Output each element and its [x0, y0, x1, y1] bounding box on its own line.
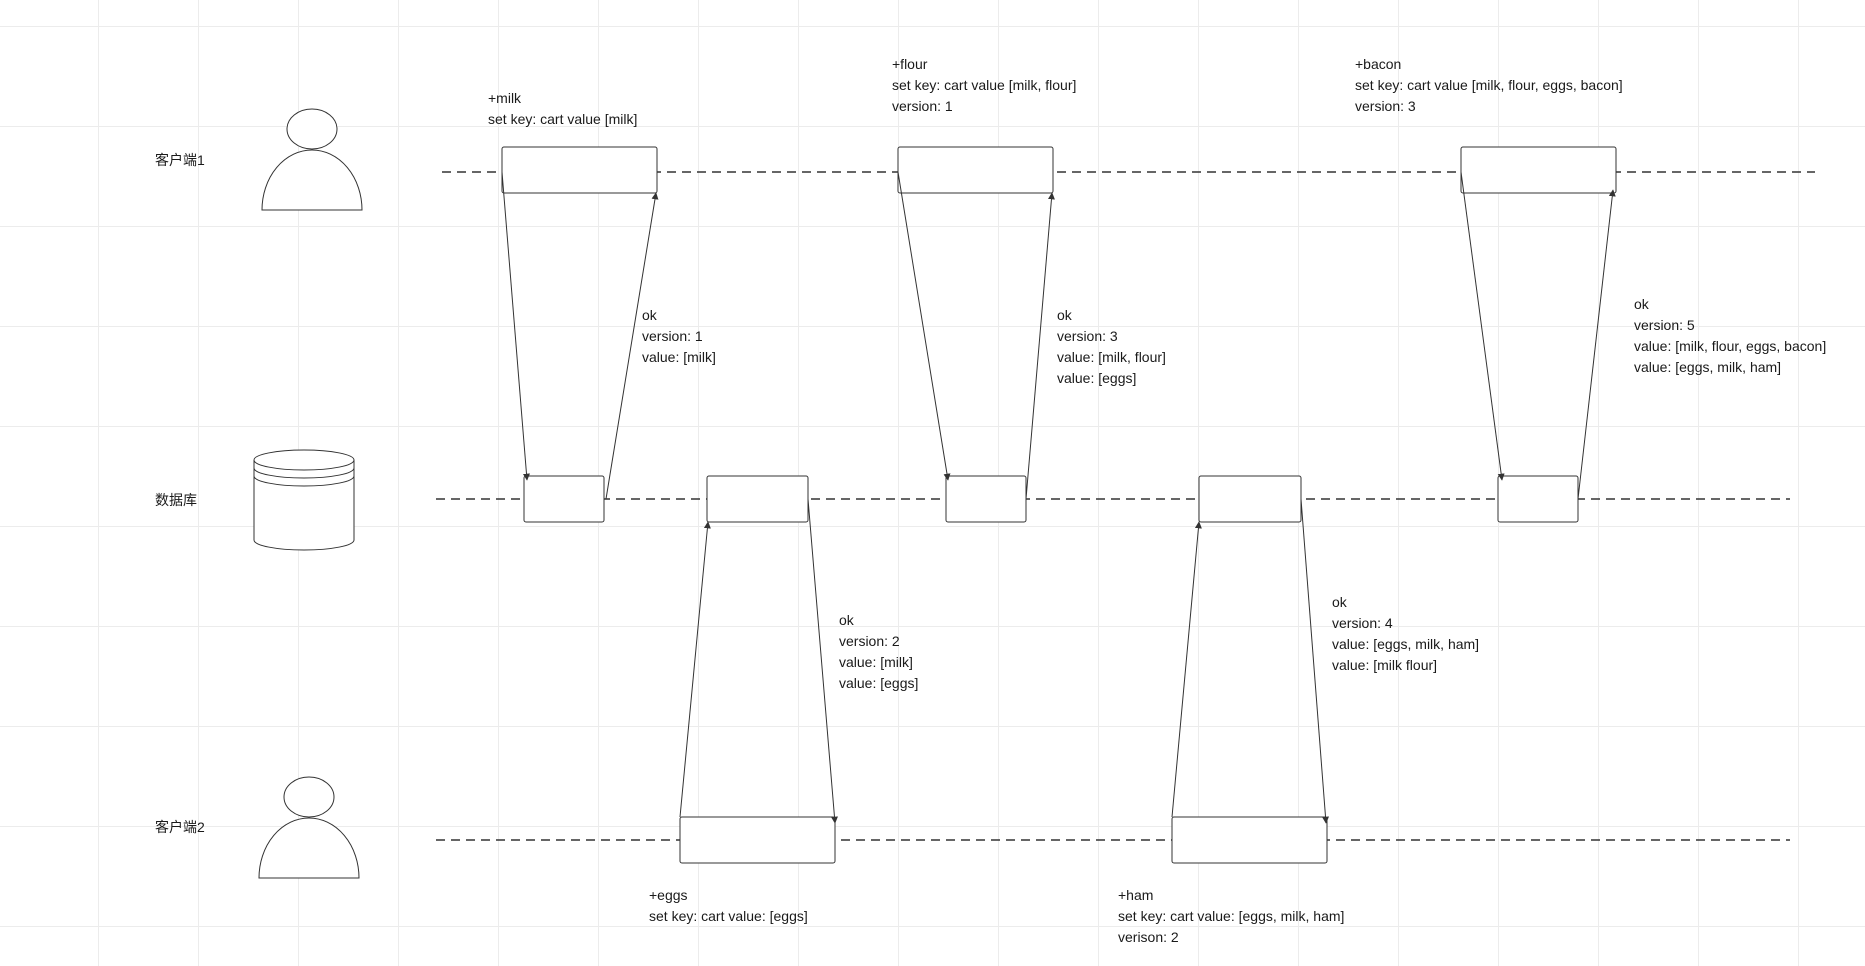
- bacon-response-arrow: [1577, 189, 1616, 500]
- eggs-response-note: ok version: 2 value: [milk] value: [eggs…: [839, 610, 918, 694]
- flour-request-note: +flour set key: cart value [milk, flour]…: [892, 54, 1076, 117]
- ham-response-note: ok version: 4 value: [eggs, milk, ham] v…: [1332, 592, 1479, 676]
- note-line: +ham: [1118, 887, 1154, 903]
- db-milk-activation: [523, 475, 605, 523]
- client1-milk-activation: [501, 146, 658, 194]
- flour-response-note: ok version: 3 value: [milk, flour] value…: [1057, 305, 1166, 389]
- note-line: version: 1: [892, 98, 953, 114]
- note-line: value: [milk flour]: [1332, 657, 1438, 673]
- note-line: value: [eggs, milk, ham]: [1332, 636, 1480, 652]
- note-line: ok: [642, 307, 657, 323]
- bacon-request-note: +bacon set key: cart value [milk, flour,…: [1355, 54, 1623, 117]
- note-line: value: [milk, flour, eggs, bacon]: [1634, 338, 1827, 354]
- note-line: set key: cart value: [eggs]: [649, 908, 808, 924]
- note-line: version: 5: [1634, 317, 1695, 333]
- note-line: ok: [1332, 594, 1347, 610]
- note-line: version: 2: [839, 633, 900, 649]
- note-line: verison: 2: [1118, 929, 1179, 945]
- note-line: +milk: [488, 90, 522, 106]
- note-line: set key: cart value: [eggs, milk, ham]: [1118, 908, 1345, 924]
- note-line: +eggs: [649, 887, 688, 903]
- milk-response-arrow: [605, 192, 659, 500]
- note-line: +bacon: [1355, 56, 1402, 72]
- eggs-request-arrow: [679, 521, 711, 818]
- eggs-response-arrow: [807, 498, 838, 824]
- client1-flour-activation: [897, 146, 1054, 194]
- database-icon: [253, 449, 355, 551]
- bacon-request-arrow: [1460, 171, 1505, 481]
- client2-label: 客户端2: [155, 819, 205, 835]
- note-line: ok: [839, 612, 854, 628]
- milk-request-note: +milk set key: cart value [milk]: [488, 88, 637, 130]
- note-line: version: 4: [1332, 615, 1393, 631]
- database-label: 数据库: [155, 492, 197, 508]
- note-line: set key: cart value [milk, flour]: [892, 77, 1077, 93]
- eggs-request-note: +eggs set key: cart value: [eggs]: [649, 885, 808, 927]
- client2-ham-activation: [1171, 816, 1328, 864]
- db-ham-activation: [1198, 475, 1302, 523]
- ham-request-arrow: [1171, 521, 1202, 818]
- note-line: +flour: [892, 56, 928, 72]
- note-line: set key: cart value [milk]: [488, 111, 638, 127]
- db-eggs-activation: [706, 475, 809, 523]
- client1-person-icon: [261, 108, 363, 211]
- flour-response-arrow: [1025, 192, 1055, 500]
- note-line: value: [eggs]: [1057, 370, 1137, 386]
- bacon-response-note: ok version: 5 value: [milk, flour, eggs,…: [1634, 294, 1826, 378]
- note-line: value: [milk]: [839, 654, 913, 670]
- note-line: ok: [1634, 296, 1649, 312]
- note-line: version: 3: [1355, 98, 1416, 114]
- milk-request-arrow: [501, 171, 530, 481]
- note-line: value: [milk]: [642, 349, 716, 365]
- db-bacon-activation: [1497, 475, 1579, 523]
- note-line: value: [eggs]: [839, 675, 919, 691]
- note-line: value: [eggs, milk, ham]: [1634, 359, 1782, 375]
- flour-request-arrow: [897, 171, 951, 481]
- client1-bacon-activation: [1460, 146, 1617, 194]
- note-line: set key: cart value [milk, flour, eggs, …: [1355, 77, 1623, 93]
- note-line: version: 3: [1057, 328, 1118, 344]
- ham-response-arrow: [1300, 498, 1330, 824]
- note-line: value: [milk, flour]: [1057, 349, 1166, 365]
- ham-request-note: +ham set key: cart value: [eggs, milk, h…: [1118, 885, 1344, 948]
- db-flour-activation: [945, 475, 1027, 523]
- note-line: ok: [1057, 307, 1072, 323]
- client1-label: 客户端1: [155, 152, 205, 168]
- note-line: version: 1: [642, 328, 703, 344]
- milk-response-note: ok version: 1 value: [milk]: [642, 305, 716, 368]
- client2-eggs-activation: [679, 816, 836, 864]
- client2-person-icon: [258, 776, 360, 879]
